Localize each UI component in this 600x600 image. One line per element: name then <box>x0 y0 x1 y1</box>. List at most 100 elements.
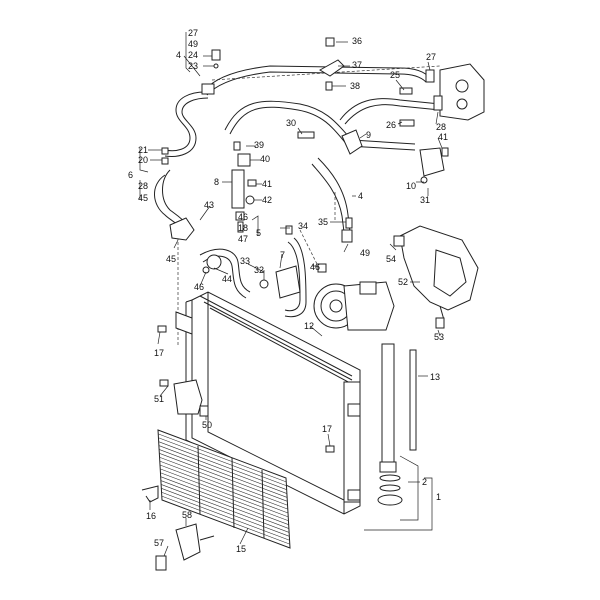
route-dash-3 <box>299 229 321 271</box>
callout-30: 30 <box>286 118 296 128</box>
sensor-18 <box>235 211 245 221</box>
callout-28: 28 <box>436 122 446 132</box>
callout-53: 53 <box>434 332 444 342</box>
screw-36 <box>325 37 335 47</box>
callout-31: 31 <box>420 195 430 205</box>
bracket-33 <box>275 265 301 299</box>
radiator-fin <box>160 472 289 522</box>
clip-38 <box>325 81 333 91</box>
screw-35 <box>345 217 353 229</box>
line-26 <box>339 98 441 121</box>
radiator-15 <box>157 429 291 549</box>
callout-15: 15 <box>236 544 246 554</box>
fittings <box>161 37 485 299</box>
radiator-fin <box>160 468 289 518</box>
clip-41b <box>247 179 257 187</box>
fitting-44 <box>206 254 222 270</box>
callout-57: 57 <box>154 538 164 548</box>
leader-lines <box>139 32 443 557</box>
clamp-40 <box>237 153 251 167</box>
dryer-plug <box>377 494 403 506</box>
callout-42: 42 <box>262 195 272 205</box>
nut-42 <box>245 195 255 205</box>
line-7-inner <box>284 237 307 318</box>
callout-47: 47 <box>238 234 248 244</box>
callout-32: 32 <box>254 265 264 275</box>
bracket-8 <box>231 169 245 209</box>
callout-49b: 49 <box>360 248 370 258</box>
callout-33: 33 <box>240 256 250 266</box>
callout-23: 23 <box>188 61 198 71</box>
line-6-upper-inner <box>164 97 209 157</box>
screw-46c <box>317 263 327 273</box>
callout-labels: 27 49 24 23 4 36 37 38 27 25 30 9 26 28 … <box>128 28 448 554</box>
port-lower <box>456 98 468 110</box>
bracket-10 <box>419 147 445 177</box>
dryer-cartridge <box>381 343 395 463</box>
callout-20: 20 <box>138 155 148 165</box>
radiator-fin <box>158 433 287 483</box>
o-ring-upper <box>379 474 401 482</box>
seal-47 <box>237 221 244 233</box>
fitting-24 <box>211 49 221 61</box>
callout-5: 5 <box>256 228 261 238</box>
connector-49 <box>341 229 353 243</box>
bolt-50 <box>199 405 209 417</box>
compressor-ports <box>359 281 377 295</box>
cap-21 <box>161 147 169 155</box>
callout-35: 35 <box>318 217 328 227</box>
callout-50: 50 <box>202 420 212 430</box>
radiator-fin <box>160 480 289 529</box>
callout-10: 10 <box>406 181 416 191</box>
callout-44: 44 <box>222 274 232 284</box>
radiator-fin <box>161 491 290 541</box>
radiator-fin <box>158 445 287 494</box>
callout-34: 34 <box>298 221 308 231</box>
callout-25: 25 <box>390 70 400 80</box>
tank-bracket-upper <box>347 403 361 417</box>
bracket-51 <box>173 379 203 415</box>
nut-32 <box>259 279 269 289</box>
fitting-23 <box>213 63 219 69</box>
bolt-26 <box>399 119 415 127</box>
line-9 <box>224 100 416 145</box>
fitting-43 <box>169 217 195 241</box>
refrigerant-lines <box>154 65 441 345</box>
dryer-rod-13 <box>409 349 417 451</box>
line-4-lower-inner <box>311 163 345 233</box>
radiator-fin <box>161 495 290 545</box>
callout-38: 38 <box>350 81 360 91</box>
shield-outline <box>399 225 479 311</box>
seal-27 <box>425 69 435 83</box>
compressor-body <box>343 281 395 331</box>
line-4-upper-inner <box>206 71 427 96</box>
line-7 <box>284 241 301 312</box>
radiator-fin <box>161 484 290 533</box>
sensor-57 <box>155 555 167 571</box>
callout-51: 51 <box>154 394 164 404</box>
bracket-58 <box>175 523 201 561</box>
callout-45a: 45 <box>138 193 148 203</box>
line-4-lower <box>317 157 351 233</box>
callout-45b: 45 <box>166 254 176 264</box>
callout-26: 26 <box>386 120 396 130</box>
callout-27b: 27 <box>426 52 436 62</box>
callout-2: 2 <box>422 477 427 487</box>
callout-52: 52 <box>398 277 408 287</box>
heat-shield-52 <box>393 225 479 329</box>
route-dash-1 <box>211 65 441 81</box>
callout-17b: 17 <box>322 424 332 434</box>
callout-12: 12 <box>304 321 314 331</box>
callout-43: 43 <box>204 200 214 210</box>
callout-27a: 27 <box>188 28 198 38</box>
bolt-30 <box>297 131 315 139</box>
compressor-12 <box>313 281 395 331</box>
dryer-assembly <box>377 343 417 506</box>
radiator-fin <box>159 456 288 506</box>
screw-17b <box>325 445 335 453</box>
callout-13: 13 <box>430 372 440 382</box>
grommet-53 <box>435 317 445 329</box>
screw-39 <box>233 141 241 151</box>
callout-46c: 46 <box>194 282 204 292</box>
callout-4b: 4 <box>358 191 363 201</box>
